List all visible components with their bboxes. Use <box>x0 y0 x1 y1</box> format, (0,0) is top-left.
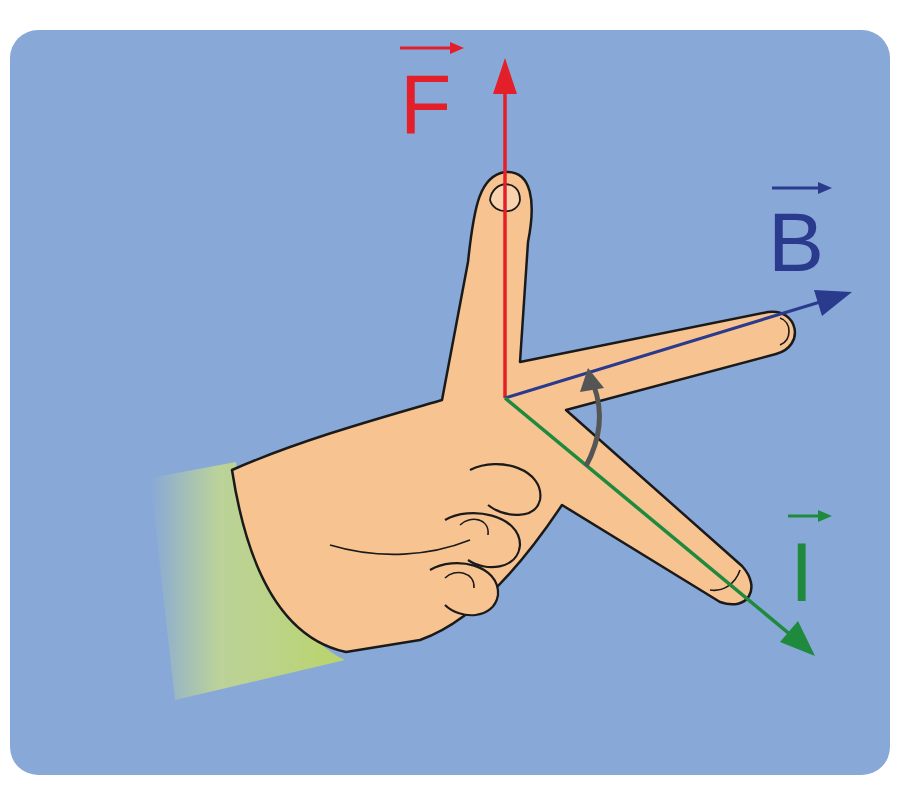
current-arrowhead <box>780 621 815 656</box>
hand <box>232 172 795 652</box>
curled-finger <box>470 464 540 515</box>
vector-bar <box>772 187 820 190</box>
rotation-arrow <box>586 386 599 466</box>
force-arrowhead <box>493 58 517 94</box>
finger-nail <box>445 573 474 588</box>
palm-crease <box>330 540 470 554</box>
field-arrowhead <box>814 290 852 316</box>
force-label: F <box>400 62 451 146</box>
finger-nail <box>780 318 789 345</box>
vector-bar <box>400 47 452 50</box>
curled-finger <box>445 513 520 567</box>
curled-finger <box>430 563 498 615</box>
vector-bar-head <box>818 510 832 522</box>
background-panel <box>10 30 890 775</box>
force-vector <box>503 88 507 398</box>
field-vector <box>505 302 820 398</box>
vector-bar-head <box>450 42 464 54</box>
finger-nail <box>460 519 488 535</box>
vector-bar <box>788 515 820 518</box>
current-vector <box>505 398 792 636</box>
field-label: B <box>768 200 824 284</box>
rotation-arrowhead <box>580 368 604 392</box>
current-label: I <box>790 530 813 614</box>
vector-bar-head <box>818 182 832 194</box>
